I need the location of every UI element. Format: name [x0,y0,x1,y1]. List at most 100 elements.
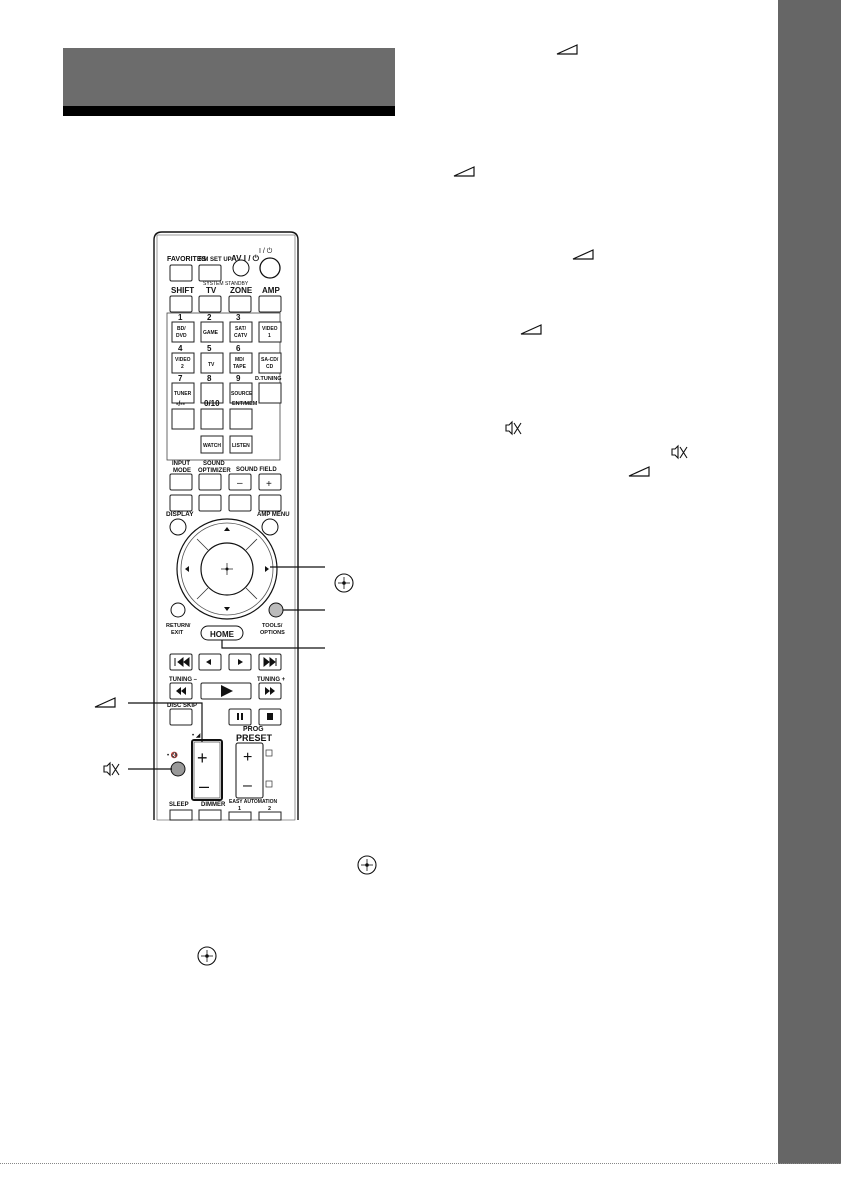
game-label: GAME [203,330,219,336]
color-button-1[interactable] [169,494,193,512]
muting-icon [671,445,688,459]
tv-input-button[interactable] [200,352,224,374]
shift-label: SHIFT [171,286,194,295]
source-button[interactable] [229,382,253,404]
md-label: MD/ [235,357,245,363]
tuner-button[interactable] [171,382,195,404]
sleep-button[interactable] [169,809,193,821]
num9-label: 9 [236,374,241,383]
disc-skip-button[interactable] [169,708,193,726]
return-button[interactable] [170,602,186,618]
num8-label: 8 [207,374,212,383]
page-bottom-rule [0,1163,841,1164]
video1-label-2: 1 [268,333,271,339]
sat-label-2: CATV [234,333,248,339]
easy-automation-label: EASY AUTOMATION [229,799,278,805]
muting-button[interactable] [170,761,186,777]
side-thumb-tab [778,0,841,1164]
dimmer-label: DIMMER [201,802,226,808]
tools-label: TOOLS/ [262,623,283,629]
dash-button[interactable] [171,408,195,430]
up-arrow-icon[interactable] [224,527,230,531]
sound-optimizer-button[interactable] [198,473,222,491]
color-button-3[interactable] [228,494,252,512]
volume-icon [520,324,542,335]
prev-icon [174,656,190,668]
tuning-minus-label: TUNING – [169,677,198,683]
zone-button[interactable] [228,295,252,313]
d-tuning-button[interactable] [258,382,282,404]
input-mode-label: INPUT [172,461,190,467]
tools-button[interactable] [268,602,284,618]
muting-icon [103,762,120,776]
callout-home [221,640,325,649]
zero10-button[interactable] [200,408,224,430]
left-arrow-icon[interactable] [185,566,189,572]
dash-label: -/-- [176,401,186,408]
easy-automation-2-button[interactable] [258,811,282,821]
preset-rocker[interactable] [235,742,264,799]
down-arrow-icon[interactable] [224,607,230,611]
sacd-button[interactable] [258,352,282,374]
display-button[interactable] [169,518,187,536]
callout-volume [128,702,203,742]
svg-text:–: – [199,776,209,796]
favorites-button[interactable] [169,264,193,282]
dimmer-button[interactable] [198,809,222,821]
sound-optimizer-label-2: OPTIMIZER [198,468,231,474]
av-power-button[interactable] [232,259,250,277]
disc-skip-label: DISC SKIP [167,703,197,709]
num3-label: 3 [236,313,241,322]
game-button[interactable] [200,321,224,343]
svg-text:+: + [197,748,208,768]
right-arrow-icon[interactable] [265,566,269,572]
zero10-label: 0/10 [204,399,220,408]
amp-menu-label: AMP MENU [257,512,290,518]
watch-label: WATCH [203,443,221,449]
watch-button[interactable] [200,435,224,454]
next-icon [263,656,277,668]
prog-label: PROG [243,726,264,733]
source-label: SOURCE [231,391,253,397]
rm-setup-button[interactable] [198,264,222,282]
enter-icon [334,573,354,593]
video2-label-2: 2 [181,364,184,370]
sat-catv-button[interactable] [229,321,253,343]
ent-mem-button[interactable] [229,408,253,430]
enter-icon [197,946,217,966]
section-header-rule [63,106,395,116]
pause-button[interactable] [228,708,252,726]
video1-button[interactable] [258,321,282,343]
shift-button[interactable] [169,295,193,313]
video2-button[interactable] [171,352,195,374]
amp-button[interactable] [258,295,282,313]
volume-icon [628,466,650,477]
easy-automation-1: 1 [238,806,241,812]
easy-automation-1-button[interactable] [228,811,252,821]
svg-text:–: – [237,478,243,489]
power-button[interactable] [259,257,281,279]
home-label: HOME [210,630,235,639]
listen-button[interactable] [229,435,253,454]
ent-mem-label: ENT/MEM [232,401,258,407]
svg-text:• ◢: • ◢ [192,733,201,739]
volume-icon [556,44,578,55]
volume-rocker[interactable] [191,739,223,801]
input-mode-button[interactable] [169,473,193,491]
play-icon [221,685,233,697]
num5-label: 5 [207,344,212,353]
listen-label: LISTEN [232,443,250,449]
tv-button[interactable] [198,295,222,313]
rewind-icon [176,687,186,695]
amp-label: AMP [262,286,280,295]
sleep-label: SLEEP [169,802,189,808]
sacd-label: SA-CD/ [261,357,279,363]
color-button-2[interactable] [198,494,222,512]
amp-menu-button[interactable] [261,518,279,536]
color-button-4[interactable] [258,494,282,512]
md-tape-button[interactable] [229,352,253,374]
svg-text:+: + [266,479,272,490]
bd-dvd-button[interactable] [171,321,195,343]
system-standby-label: SYSTEM STANDBY [203,281,249,287]
num8-button[interactable] [200,382,224,404]
